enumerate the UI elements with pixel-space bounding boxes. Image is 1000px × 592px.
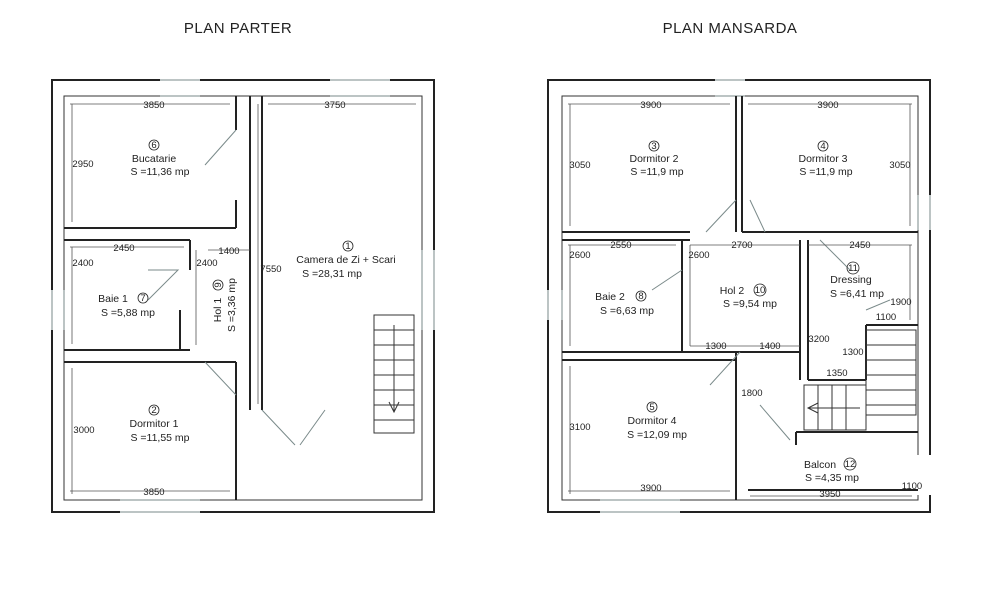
svg-text:5: 5 [649, 402, 654, 413]
room-name: Camera de Zi + Scari [296, 254, 396, 266]
room-dormitor-2: 3 Dormitor 2 S =11,9 mp [629, 140, 684, 178]
svg-text:12: 12 [845, 459, 856, 470]
dim-label: 3950 [819, 489, 840, 500]
dim-label: 1300 [842, 347, 863, 358]
room-baie-1: Baie 1 7 S =5,88 mp [98, 292, 155, 319]
room-name-area: S =6,63 mp [600, 305, 654, 317]
room-name: Dormitor 1 [129, 418, 178, 430]
dim-label: 3850 [143, 487, 164, 498]
svg-text:8: 8 [638, 291, 643, 302]
room-name: Hol 1 [212, 298, 224, 323]
room-name: Balcon [804, 459, 836, 471]
room-name: Dormitor 3 [798, 153, 847, 165]
svg-text:9: 9 [213, 282, 224, 287]
svg-text:6: 6 [151, 140, 156, 151]
svg-text:1: 1 [345, 241, 350, 252]
svg-text:2: 2 [151, 405, 156, 416]
mansarda-stairs [865, 329, 917, 416]
plan-parter: 3850 3750 2950 2450 1400 2400 2400 7550 … [50, 78, 436, 514]
svg-text:7: 7 [140, 293, 145, 304]
dim-label: 1100 [902, 481, 922, 492]
room-name: Dormitor 4 [627, 415, 676, 427]
room-area: S =12,09 mp [627, 429, 687, 441]
room-dormitor-3: 4 Dormitor 3 S =11,9 mp [798, 140, 853, 178]
dim-label: 2450 [113, 243, 134, 254]
parter-stairs [373, 314, 415, 434]
room-area: S =3,36 mp [226, 278, 238, 332]
dim-label: 3900 [817, 100, 838, 111]
dim-label: 2600 [688, 250, 709, 261]
plan-mansarda: 3900 3900 3050 3050 2550 2700 2450 2600 … [546, 78, 932, 514]
room-dressing: 11 Dressing S =6,41 mp [830, 261, 884, 300]
room-name: Baie 2 [595, 291, 625, 303]
room-area: S =11,9 mp [799, 166, 852, 178]
dim-label: 2450 [849, 240, 870, 251]
dim-label: 2600 [569, 250, 590, 261]
dim-label: 2950 [72, 159, 93, 170]
dim-label: 1100 [876, 312, 896, 323]
dim-label: 1400 [218, 246, 239, 257]
dim-label: 1900 [890, 297, 911, 308]
room-bucatarie: 6 Bucatarie S =11,36 mp [130, 139, 190, 178]
room-area: S =6,41 mp [830, 288, 884, 300]
dim-label: 1800 [741, 388, 762, 399]
dim-label: 2700 [731, 240, 752, 251]
room-camera-de-zi: 1 Camera de Zi + Scari S =28,31 mp [296, 240, 396, 280]
svg-text:10: 10 [755, 285, 766, 296]
room-area: S =9,54 mp [723, 298, 777, 310]
room-baie-2: Baie 2 8 S =6,63 mp [595, 290, 654, 317]
room-name: Hol 2 [720, 285, 745, 297]
dim-label: 3050 [569, 160, 590, 171]
dim-label: 3000 [73, 425, 94, 436]
room-name: Dressing [830, 274, 872, 286]
room-area: S =11,36 mp [130, 166, 189, 178]
room-name: Baie 1 [98, 293, 128, 305]
room-area: S =11,55 mp [130, 432, 189, 444]
room-area: S =4,35 mp [805, 472, 859, 484]
room-balcon: Balcon 12 S =4,35 mp [804, 457, 859, 484]
plan-mansarda-title: PLAN MANSARDA [663, 20, 798, 37]
dim-label: 2550 [610, 240, 631, 251]
dim-label: 3050 [889, 160, 910, 171]
svg-text:4: 4 [820, 141, 825, 152]
room-hol-1: 9 Hol 1 S =3,36 mp [212, 278, 238, 332]
dim-label: 2400 [72, 258, 93, 269]
dim-label: 1400 [759, 341, 780, 352]
dim-label: 1300 [705, 341, 726, 352]
room-area: S =5,88 mp [101, 307, 155, 319]
room-dormitor-1: 2 Dormitor 1 S =11,55 mp [129, 404, 190, 444]
room-name: Dormitor 2 [629, 153, 678, 165]
dim-label: 3900 [640, 100, 661, 111]
room-dormitor-4: 5 Dormitor 4 S =12,09 mp [627, 401, 687, 441]
dim-label: 3200 [808, 334, 829, 345]
room-area: S =28,31 mp [302, 268, 362, 280]
dim-label: 3850 [143, 100, 164, 111]
svg-text:3: 3 [651, 141, 656, 152]
plan-parter-title: PLAN PARTER [184, 20, 292, 37]
dim-label: 3100 [569, 422, 590, 433]
svg-text:11: 11 [848, 263, 858, 274]
dim-label: 7550 [260, 264, 281, 275]
room-area: S =11,9 mp [630, 166, 683, 178]
room-name: Bucatarie [132, 153, 177, 165]
dim-label: 3900 [640, 483, 661, 494]
dim-label: 2400 [196, 258, 217, 269]
dim-label: 1350 [826, 368, 847, 379]
dim-label: 3750 [324, 100, 345, 111]
room-hol-2: Hol 2 10 S =9,54 mp [720, 283, 777, 310]
